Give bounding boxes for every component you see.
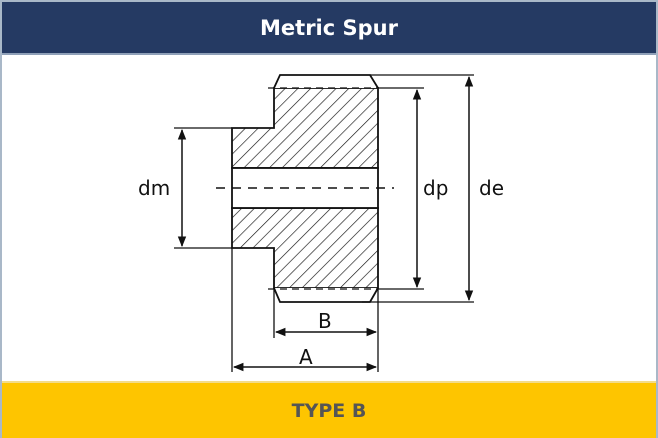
dimension-dp: dp	[378, 87, 448, 290]
gear-body	[216, 74, 394, 303]
footer-bar: TYPE B	[2, 381, 656, 438]
spur-gear-cross-section: dm dp de B	[138, 74, 504, 372]
header-bar: Metric Spur	[2, 2, 656, 55]
type-label: TYPE B	[291, 399, 367, 422]
label-b: B	[318, 309, 332, 333]
dimension-a: A	[231, 248, 378, 372]
label-dm: dm	[138, 176, 170, 200]
label-dp: dp	[423, 176, 448, 200]
page-title: Metric Spur	[260, 15, 398, 40]
dimension-dm: dm	[138, 127, 232, 249]
label-de: de	[479, 176, 504, 200]
dimension-b: B	[273, 288, 379, 372]
gear-drawing: dm dp de B	[2, 55, 656, 381]
dimension-de: de	[362, 74, 504, 303]
label-a: A	[299, 345, 313, 369]
